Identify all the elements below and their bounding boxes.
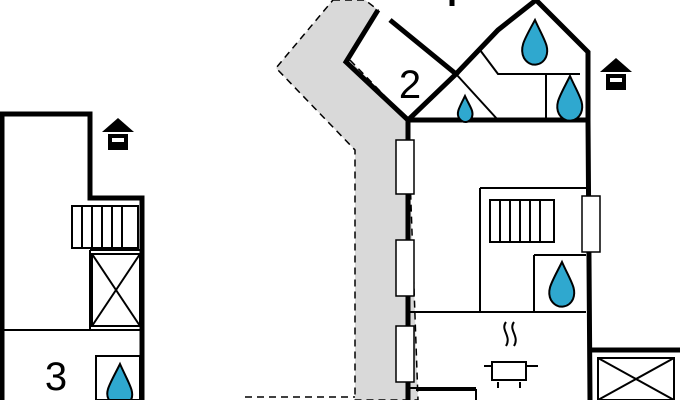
room-3: 3: [0, 111, 145, 400]
cooking-pot-icon: [484, 321, 538, 388]
water-drop-icon: [548, 259, 576, 308]
stairs-icon: [489, 199, 555, 243]
room-number-2: 2: [399, 63, 421, 107]
water-drop-icon: [456, 93, 474, 123]
house-icon: [600, 58, 632, 90]
water-drop-icon: [556, 73, 584, 122]
bath-box: [95, 355, 141, 400]
bathroom-partition: [455, 49, 580, 121]
window-icon: [395, 239, 415, 297]
left-building-walls: [0, 111, 145, 400]
water-drop-icon: [521, 17, 549, 66]
corridor: [274, 0, 419, 400]
window-icon: [581, 195, 601, 253]
right-building: [395, 0, 680, 400]
inner-rooms: [410, 187, 586, 313]
room-number-3: 3: [45, 355, 67, 399]
cross-box-icon: [91, 253, 141, 327]
house-icon: [102, 118, 134, 150]
lower-box: [416, 389, 477, 400]
cross-box-icon: [592, 347, 680, 400]
water-drop-icon: [106, 361, 134, 400]
window-icon: [395, 325, 415, 383]
left-partition: [2, 249, 142, 331]
stairs-icon: [71, 205, 139, 249]
window-icon: [395, 139, 415, 195]
